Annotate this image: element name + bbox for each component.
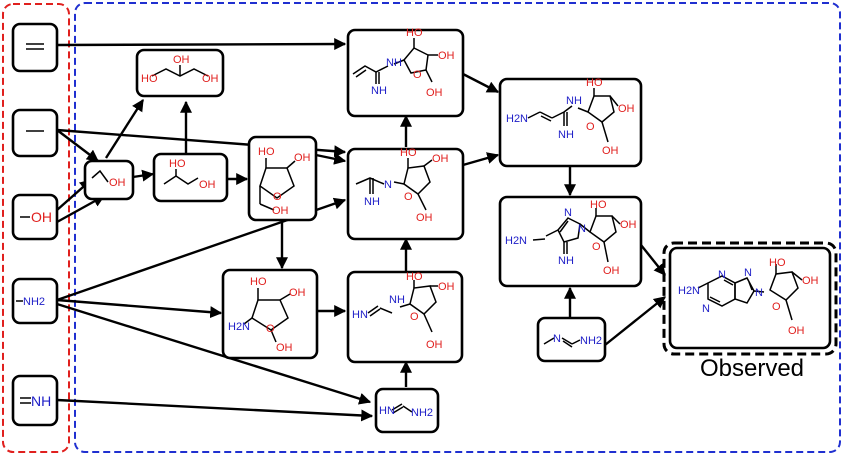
methanol-label: OH bbox=[31, 209, 52, 225]
svg-text:NH: NH bbox=[364, 196, 380, 208]
observed-label: Observed bbox=[700, 355, 804, 382]
svg-text:O: O bbox=[266, 323, 275, 335]
svg-text:HO: HO bbox=[400, 147, 417, 159]
methanimine-label: NH bbox=[31, 393, 51, 409]
svg-text:HO: HO bbox=[258, 146, 275, 158]
svg-text:HO: HO bbox=[406, 271, 423, 283]
svg-text:N: N bbox=[755, 287, 763, 299]
svg-text:OH: OH bbox=[109, 177, 126, 189]
svg-text:OH: OH bbox=[276, 342, 293, 354]
feedstock-methanimine: NH bbox=[11, 374, 59, 427]
svg-text:H2N: H2N bbox=[678, 285, 700, 297]
feedstock-methanol: OH bbox=[11, 193, 59, 241]
svg-text:O: O bbox=[586, 121, 595, 133]
svg-text:NH: NH bbox=[371, 85, 387, 97]
node-formamidine: HN NH2 bbox=[374, 387, 440, 434]
svg-text:OH: OH bbox=[173, 54, 190, 66]
node-sugar-diol: HO OH O OH bbox=[247, 135, 318, 222]
svg-text:H2N: H2N bbox=[505, 235, 527, 247]
svg-text:OH: OH bbox=[802, 275, 819, 287]
feedstock-ethane bbox=[11, 108, 59, 158]
methylamine-label: NH2 bbox=[23, 296, 45, 308]
node-aminovinyl-amidine-sugar: H2N NH NH HO OH O OH bbox=[498, 77, 643, 168]
node-vinyl-amidine-sugar: NH NH HO OH O OH bbox=[346, 27, 465, 118]
svg-text:HO: HO bbox=[406, 27, 423, 39]
svg-text:OH: OH bbox=[426, 339, 443, 351]
svg-text:OH: OH bbox=[432, 153, 449, 165]
svg-text:HO: HO bbox=[169, 158, 186, 170]
svg-text:O: O bbox=[410, 311, 419, 323]
svg-text:NH: NH bbox=[389, 294, 405, 306]
svg-text:O: O bbox=[592, 241, 601, 253]
svg-text:OH: OH bbox=[294, 152, 311, 164]
svg-text:OH: OH bbox=[272, 205, 289, 217]
node-formimidoyl-sugar: HN NH HO OH O OH bbox=[346, 270, 464, 364]
svg-text:HO: HO bbox=[250, 276, 267, 288]
svg-text:HO: HO bbox=[590, 199, 607, 211]
svg-text:OH: OH bbox=[788, 325, 805, 337]
svg-text:NH: NH bbox=[566, 95, 582, 107]
svg-text:HO: HO bbox=[141, 73, 158, 85]
node-glycerol: HO OH OH bbox=[135, 48, 225, 98]
svg-text:O: O bbox=[413, 69, 422, 81]
svg-text:N: N bbox=[384, 179, 392, 191]
svg-text:NH: NH bbox=[558, 255, 574, 267]
svg-text:OH: OH bbox=[202, 73, 219, 85]
node-amino-sugar: HO OH H2N O OH bbox=[221, 268, 319, 360]
svg-text:OH: OH bbox=[602, 145, 619, 157]
node-ethanol: OH bbox=[83, 159, 135, 201]
svg-text:HO: HO bbox=[586, 77, 603, 89]
node-propanediol: HO OH bbox=[152, 152, 229, 203]
svg-text:NH2: NH2 bbox=[580, 335, 602, 347]
svg-text:OH: OH bbox=[603, 265, 620, 277]
feedstock-frame bbox=[2, 3, 70, 453]
svg-text:N: N bbox=[578, 223, 586, 235]
svg-text:N: N bbox=[702, 303, 710, 315]
svg-text:N: N bbox=[718, 269, 726, 281]
svg-text:HN: HN bbox=[379, 405, 395, 417]
node-acetamidine-sugar: NH N HO OH O OH bbox=[346, 147, 465, 241]
svg-text:O: O bbox=[404, 191, 413, 203]
svg-text:O: O bbox=[772, 301, 781, 313]
feedstock-ethene bbox=[11, 22, 59, 73]
svg-text:H2N: H2N bbox=[506, 113, 528, 125]
node-methyl-formamidine: N NH2 bbox=[536, 316, 607, 363]
svg-text:OH: OH bbox=[199, 179, 216, 191]
svg-text:HN: HN bbox=[352, 309, 368, 321]
svg-text:NH: NH bbox=[558, 129, 574, 141]
svg-text:N: N bbox=[744, 267, 752, 279]
network-frame bbox=[74, 2, 841, 453]
svg-text:OH: OH bbox=[416, 212, 433, 224]
svg-text:N: N bbox=[564, 207, 572, 219]
feedstock-methylamine: NH2 bbox=[11, 277, 59, 325]
observed-outer-frame bbox=[662, 241, 838, 356]
svg-text:O: O bbox=[273, 191, 282, 203]
svg-text:NH2: NH2 bbox=[411, 407, 433, 419]
svg-text:NH: NH bbox=[386, 57, 402, 69]
node-adenosine-observed: H2N N N N N HO OH O OH bbox=[662, 241, 838, 356]
svg-text:HO: HO bbox=[769, 257, 786, 269]
svg-text:N: N bbox=[553, 333, 561, 345]
svg-text:OH: OH bbox=[620, 219, 637, 231]
svg-text:OH: OH bbox=[438, 281, 455, 293]
svg-text:OH: OH bbox=[438, 50, 455, 62]
svg-text:OH: OH bbox=[618, 103, 635, 115]
svg-text:H2N: H2N bbox=[228, 321, 250, 333]
node-imidazole-sugar: H2N N N NH HO OH O OH bbox=[498, 195, 643, 288]
svg-text:OH: OH bbox=[289, 287, 306, 299]
svg-text:OH: OH bbox=[426, 87, 443, 99]
